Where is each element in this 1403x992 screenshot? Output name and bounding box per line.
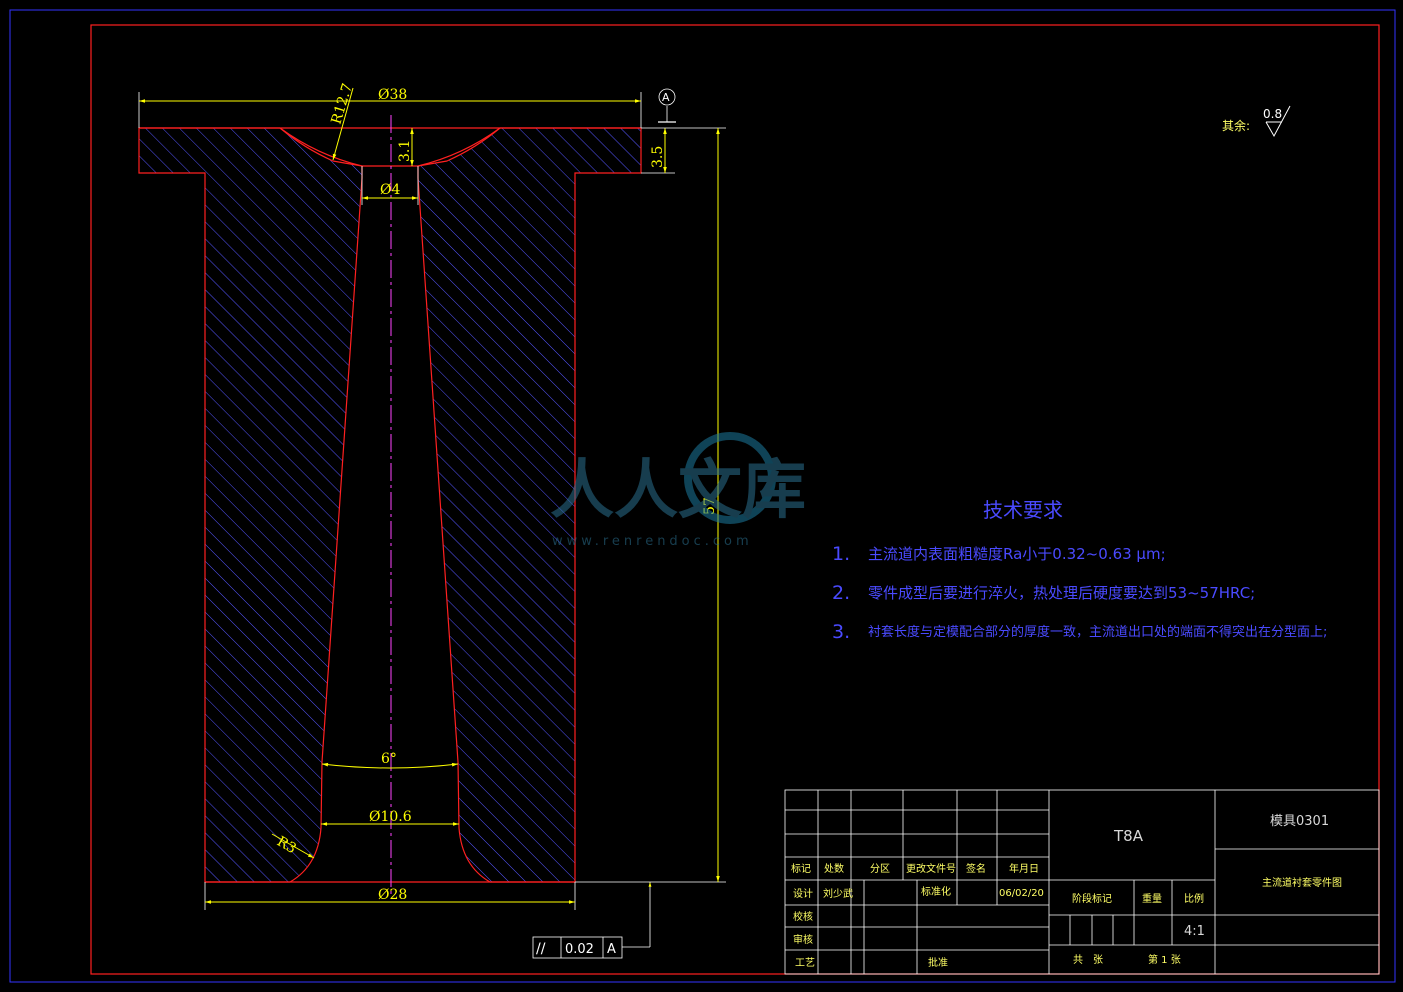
tb-scale-label: 比例: [1184, 892, 1204, 905]
title-block-text: 标记 处数 分区 更改文件号 签名 年月日 设计 刘少武 标准化 06/02/2…: [791, 814, 1342, 969]
tech-requirements: 技术要求 1. 主流道内表面粗糙度Ra小于0.32~0.63 μm; 2. 零件…: [832, 498, 1327, 643]
dim-small-diameter: Ø4: [380, 182, 400, 198]
outer-border: [9, 9, 1396, 983]
dimensions: Ø38 R12.7 3.1 3.5 Ø4 57 6° Ø10.6 R3: [138, 82, 726, 910]
tb-header-sign: 签名: [966, 862, 986, 875]
tb-standard-label: 标准化: [921, 885, 951, 898]
datum-label: A: [662, 91, 670, 104]
drawing-frame: [90, 24, 1380, 975]
tb-part-name: 主流道衬套零件图: [1262, 876, 1342, 889]
watermark-url: www.renrendoc.com: [552, 534, 753, 549]
left-half-section: [138, 127, 363, 883]
watermark-text: 人人文库: [550, 454, 806, 528]
tech-requirements-title: 技术要求: [983, 498, 1063, 522]
tech-item-number: 1.: [832, 543, 850, 565]
dim-radius-top: R12.7: [329, 82, 356, 127]
roughness-symbol-icon: [1265, 105, 1291, 138]
part-section: [138, 115, 642, 895]
dim-top-diameter: Ø38: [378, 87, 407, 103]
tb-designer: 刘少武: [823, 887, 853, 900]
recess-arc: [279, 127, 501, 167]
dim-recess-depth: 3.1: [397, 140, 413, 162]
tolerance-symbol: //: [536, 941, 546, 957]
tb-process-label: 工艺: [795, 957, 815, 969]
tb-weight-label: 重量: [1142, 892, 1162, 905]
tech-item-number: 2.: [832, 582, 850, 604]
tb-date: 06/02/20: [999, 888, 1044, 899]
tb-approve-label: 批准: [928, 956, 948, 969]
tb-stage-label: 阶段标记: [1072, 892, 1112, 905]
tb-review-label: 审核: [793, 933, 813, 946]
watermark: 人人文库 www.renrendoc.com: [550, 432, 806, 549]
tech-item-text: 零件成型后要进行淬火，热处理后硬度要达到53~57HRC;: [868, 584, 1255, 602]
tb-design-label: 设计: [793, 887, 813, 900]
dim-exit-diameter: Ø10.6: [369, 809, 412, 825]
tb-header-mark: 标记: [791, 863, 811, 875]
tb-drawing-no: 模具0301: [1270, 814, 1329, 829]
title-block: [784, 789, 1380, 975]
tb-header-zone: 分区: [870, 863, 890, 875]
dim-body-diameter: Ø28: [378, 887, 407, 903]
dim-flange-thickness: 3.5: [650, 146, 666, 168]
surface-finish-prefix: 其余:: [1222, 118, 1250, 133]
tolerance-value: 0.02: [565, 942, 594, 957]
surface-finish: 其余: 0.8: [1222, 105, 1291, 138]
dim-taper-angle: 6°: [381, 751, 397, 767]
tb-scale: 4:1: [1184, 924, 1205, 939]
tech-item-text: 主流道内表面粗糙度Ra小于0.32~0.63 μm;: [868, 545, 1166, 563]
tb-header-docno: 更改文件号: [906, 862, 956, 875]
tolerance-frame: // 0.02 A: [532, 882, 652, 959]
tb-header-date: 年月日: [1009, 862, 1039, 875]
datum-marker: A: [658, 88, 676, 123]
surface-finish-value: 0.8: [1263, 107, 1282, 121]
tb-sheet-no: 第 1 张: [1148, 953, 1181, 966]
tb-header-count: 处数: [824, 862, 844, 875]
watermark-logo-icon: [684, 432, 776, 524]
tech-item-number: 3.: [832, 621, 850, 643]
tolerance-datum: A: [607, 942, 616, 957]
tech-item-text: 衬套长度与定模配合部分的厚度一致，主流道出口处的端面不得突出在分型面上;: [868, 624, 1327, 640]
tb-material: T8A: [1113, 827, 1144, 845]
tb-sheets-total: 共 张: [1073, 954, 1103, 966]
tb-check-label: 校核: [793, 910, 813, 923]
